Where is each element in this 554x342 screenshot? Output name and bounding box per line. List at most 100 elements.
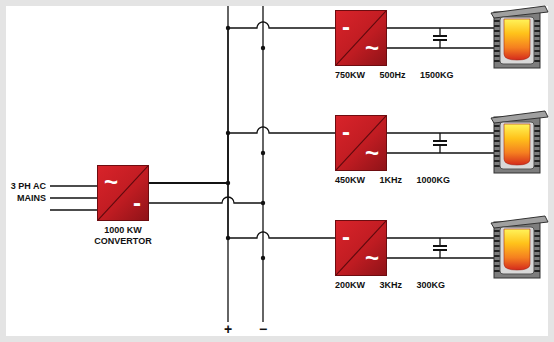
furnace-illustration xyxy=(491,6,548,68)
mains-label: 3 PH AC MAINS xyxy=(10,180,46,204)
output-circuits xyxy=(387,6,548,278)
coil-turn xyxy=(494,25,500,27)
output-circuit xyxy=(387,216,548,278)
coil-turn xyxy=(494,240,500,242)
output-circuit xyxy=(387,6,548,68)
wire xyxy=(439,133,440,141)
coil-turn xyxy=(494,150,500,152)
coil-turn xyxy=(494,40,500,42)
coil-turn xyxy=(494,145,500,147)
wire xyxy=(387,27,495,28)
rating-caption: 200KW 3KHz 300KG xyxy=(335,280,495,291)
waveform-symbol: - xyxy=(342,120,350,144)
dc-bus-connector xyxy=(149,183,335,238)
wire xyxy=(439,145,440,153)
junction-dot xyxy=(261,256,265,260)
molten-metal xyxy=(504,124,530,165)
molten-metal xyxy=(504,229,530,270)
output-circuit xyxy=(387,111,548,173)
coil-turn xyxy=(494,245,500,247)
coil-turn xyxy=(494,35,500,37)
junction-dots xyxy=(226,26,265,260)
diagonal-line xyxy=(336,11,386,65)
furnace-lip xyxy=(491,6,548,18)
waveform-symbol: ~ xyxy=(365,141,379,165)
coil-turn xyxy=(534,125,540,127)
wire xyxy=(387,152,495,153)
coil-turn xyxy=(494,60,500,62)
output-wires xyxy=(387,28,495,48)
coil-turn xyxy=(494,250,500,252)
wire xyxy=(387,132,495,133)
wire xyxy=(439,250,440,258)
molten-metal xyxy=(504,19,530,60)
coil-turn xyxy=(534,135,540,137)
waveform-symbol: - xyxy=(342,225,350,249)
panel xyxy=(6,6,548,336)
furnace-shell xyxy=(494,117,540,173)
coil-turn xyxy=(534,145,540,147)
furnace-lining xyxy=(500,17,534,64)
coil-turn xyxy=(494,30,500,32)
dc-bus-connector xyxy=(149,22,335,183)
coil-turn xyxy=(534,160,540,162)
coil-turn xyxy=(494,20,500,22)
coil-turn xyxy=(494,165,500,167)
furnace-lip xyxy=(491,216,548,228)
negative-bus xyxy=(262,6,263,322)
wire xyxy=(387,257,495,258)
rating-caption: 750KW 500Hz 1500KG xyxy=(335,70,495,81)
coil-turn xyxy=(494,265,500,267)
waveform-symbol: - xyxy=(342,15,350,39)
converter-box: ~-1000 KW CONVERTOR xyxy=(97,165,149,221)
coil-turn xyxy=(534,60,540,62)
coil-turn xyxy=(494,140,500,142)
wire xyxy=(433,140,447,142)
coil-turn xyxy=(494,55,500,57)
waveform-symbol: - xyxy=(133,191,141,215)
rating-caption: 1000 KW CONVERTOR xyxy=(87,225,159,247)
coil-turn xyxy=(494,135,500,137)
coil-turn xyxy=(534,40,540,42)
inverter-box: -~450KW 1KHz 1000KG xyxy=(335,115,387,171)
coil-turn xyxy=(534,50,540,52)
coil-turn xyxy=(494,130,500,132)
junction-dot xyxy=(261,46,265,50)
furnace-lip xyxy=(491,111,548,123)
wire xyxy=(439,28,440,36)
wiring xyxy=(50,6,263,322)
coil-turn xyxy=(534,140,540,142)
coil-turn xyxy=(534,55,540,57)
output-wires xyxy=(387,133,495,153)
diagonal-line xyxy=(336,116,386,170)
wire xyxy=(433,35,447,37)
wire xyxy=(433,144,447,146)
coil-turn xyxy=(534,265,540,267)
coil-turn xyxy=(534,130,540,132)
diagonal-line xyxy=(336,221,386,275)
mains-wire xyxy=(50,185,97,186)
coil-turn xyxy=(534,270,540,272)
polarity-label: + xyxy=(221,322,235,336)
coil-turn xyxy=(534,45,540,47)
waveform-symbol: ~ xyxy=(365,246,379,270)
mains-wire xyxy=(50,197,97,198)
furnace-lining xyxy=(500,122,534,169)
wire xyxy=(439,40,440,48)
coil-turn xyxy=(494,160,500,162)
furnace-lining xyxy=(500,227,534,274)
waveform-symbol: ~ xyxy=(365,36,379,60)
coil-turn xyxy=(534,250,540,252)
coil-turn xyxy=(494,125,500,127)
coil-turn xyxy=(534,25,540,27)
wire xyxy=(387,47,495,48)
coil-turn xyxy=(534,30,540,32)
coil-turn xyxy=(494,235,500,237)
coil-turn xyxy=(494,270,500,272)
junction-dot xyxy=(261,151,265,155)
coil-turn xyxy=(534,20,540,22)
coil-turn xyxy=(534,150,540,152)
negative-wire xyxy=(149,197,263,203)
